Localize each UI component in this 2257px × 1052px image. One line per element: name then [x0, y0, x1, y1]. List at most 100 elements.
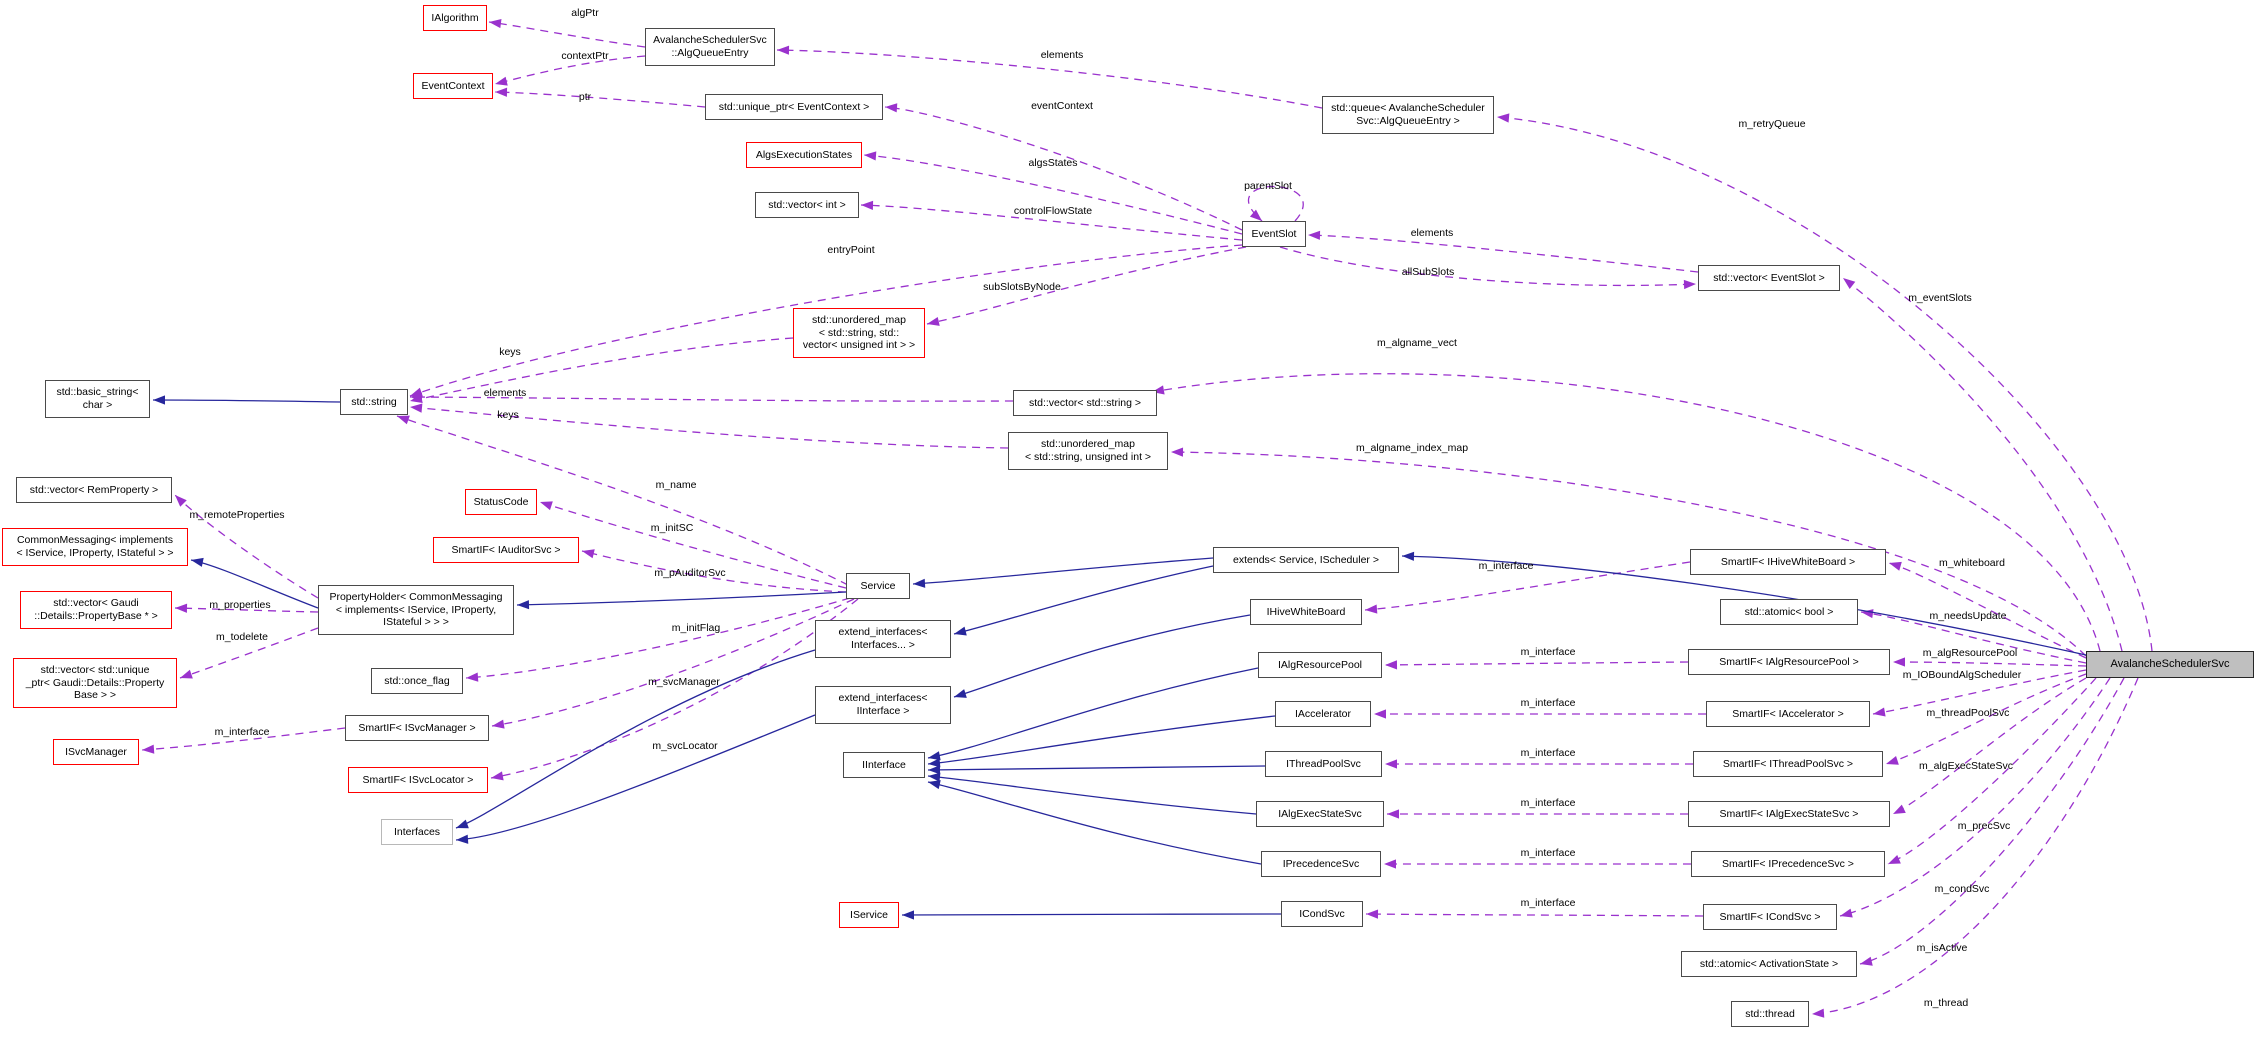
node-smartif-ithreadpoolsvc[interactable]: SmartIF< IThreadPoolSvc > — [1693, 751, 1883, 777]
edge-label-m_initFlag: m_initFlag — [671, 622, 721, 634]
node-commonmessaging: CommonMessaging< implements< IService, I… — [2, 528, 188, 566]
arrowhead — [954, 626, 967, 636]
node-label-line: IService — [850, 908, 888, 921]
node-smartif-iaccelerator[interactable]: SmartIF< IAccelerator > — [1706, 701, 1870, 727]
node-label-line: Base > > — [73, 689, 117, 702]
node-label-line: Svc::AlgQueueEntry > — [1356, 115, 1460, 127]
node-label-line: IInterface — [862, 758, 906, 771]
edge-label-keys: keys — [499, 346, 521, 358]
edge-elements — [1307, 234, 1699, 273]
edge-label-m_svcManager: m_svcManager — [648, 676, 720, 688]
edge-elements — [409, 396, 1014, 402]
node-extends-service-ischeduler[interactable]: extends< Service, IScheduler > — [1213, 547, 1399, 573]
arrowhead — [1888, 855, 1901, 864]
node-atomic-bool[interactable]: std::atomic< bool > — [1720, 599, 1858, 625]
arrowhead — [410, 403, 423, 413]
arrowhead — [1171, 447, 1184, 457]
edge-label-m_svcLocator: m_svcLocator — [652, 740, 718, 752]
arrowhead — [495, 87, 508, 97]
edge-inheritance — [1401, 555, 2087, 656]
node-eventcontext: EventContext — [413, 73, 493, 99]
node-eventslot[interactable]: EventSlot — [1242, 221, 1306, 247]
edge-label-m_initSC: m_initSC — [650, 522, 694, 534]
edge-label-m_interface: m_interface — [1520, 646, 1576, 658]
edge-m_properties — [174, 607, 319, 613]
node-icondsvc[interactable]: ICondSvc — [1281, 901, 1363, 927]
edge-m_interface — [1364, 561, 1691, 611]
arrowhead — [928, 772, 941, 782]
node-label-line: std::thread — [1745, 1007, 1795, 1020]
node-algqueueentry[interactable]: AvalancheSchedulerSvc::AlgQueueEntry — [645, 28, 775, 66]
node-service[interactable]: Service — [846, 573, 910, 599]
node-label-line: EventSlot — [1251, 227, 1297, 240]
edge-inheritance — [455, 714, 816, 841]
node-unordered-map-uint[interactable]: std::unordered_map< std::string, unsigne… — [1008, 432, 1168, 470]
node-ihivewhiteboard[interactable]: IHiveWhiteBoard — [1250, 599, 1362, 625]
node-vector-string[interactable]: std::vector< std::string > — [1013, 390, 1157, 416]
arrowhead — [1249, 209, 1262, 221]
node-ialgexecstatesvc[interactable]: IAlgExecStateSvc — [1256, 801, 1384, 827]
edge-inheritance — [953, 565, 1214, 635]
edge-inheritance — [152, 399, 341, 403]
node-label-line: SmartIF< IHiveWhiteBoard > — [1720, 555, 1856, 568]
node-iservice: IService — [839, 902, 899, 928]
node-avalancheschedulersvc: AvalancheSchedulerSvc — [2086, 651, 2254, 678]
node-atomic-activationstate[interactable]: std::atomic< ActivationState > — [1681, 951, 1857, 977]
edge-label-m_remoteProperties: m_remoteProperties — [189, 509, 285, 521]
edge-entryPoint — [409, 244, 1243, 397]
node-smartif-iprecedencesvc[interactable]: SmartIF< IPrecedenceSvc > — [1691, 851, 1885, 877]
node-label-line: ::Details::PropertyBase * > — [34, 610, 158, 622]
node-smartif-ihivewhiteboard[interactable]: SmartIF< IHiveWhiteBoard > — [1690, 549, 1886, 575]
edge-controlFlowState — [860, 204, 1243, 241]
node-extend-interfaces-variadic[interactable]: extend_interfaces<Interfaces... > — [815, 620, 951, 658]
node-ialgorithm: IAlgorithm — [423, 5, 487, 31]
arrowhead — [466, 672, 479, 682]
edge-label-m_interface: m_interface — [1478, 560, 1534, 572]
edge-m_name — [396, 415, 849, 586]
node-smartif-isvcmanager[interactable]: SmartIF< ISvcManager > — [345, 715, 489, 741]
edge-label-m_thread: m_thread — [1923, 997, 1969, 1009]
node-iprecedencesvc[interactable]: IPrecedenceSvc — [1261, 851, 1381, 877]
node-once-flag[interactable]: std::once_flag — [371, 668, 463, 694]
node-label-line: char > — [82, 399, 113, 411]
node-smartif-ialgresourcepool[interactable]: SmartIF< IAlgResourcePool > — [1688, 649, 1890, 675]
node-label-line: std::vector< RemProperty > — [29, 483, 159, 496]
node-label-line: std::queue< AvalancheScheduler — [1331, 102, 1485, 115]
arrowhead — [142, 744, 155, 754]
arrowhead — [864, 151, 877, 161]
node-vector-remproperty[interactable]: std::vector< RemProperty > — [16, 477, 172, 503]
node-extend-interfaces-iinterface[interactable]: extend_interfaces<IInterface > — [815, 686, 951, 724]
node-vector-int[interactable]: std::vector< int > — [755, 192, 859, 218]
node-label-line: SmartIF< IAlgResourcePool > — [1719, 655, 1859, 668]
node-iaccelerator[interactable]: IAccelerator — [1275, 701, 1371, 727]
edge-inheritance — [455, 649, 816, 829]
node-label-line: ISvcManager — [65, 745, 127, 758]
edge-label-m_algname_vect: m_algname_vect — [1377, 337, 1457, 349]
edge-m_threadPoolSvc — [1885, 673, 2087, 765]
node-vector-eventslot[interactable]: std::vector< EventSlot > — [1698, 265, 1840, 291]
node-std-string[interactable]: std::string — [340, 389, 408, 415]
node-std-thread[interactable]: std::thread — [1731, 1001, 1809, 1027]
node-label-line: extends< Service, IScheduler > — [1233, 553, 1379, 566]
node-iinterface[interactable]: IInterface — [843, 752, 925, 778]
node-uniqueptr-eventcontext[interactable]: std::unique_ptr< EventContext > — [705, 94, 883, 120]
node-label-line: StatusCode — [473, 495, 529, 508]
edge-label-m_todelete: m_todelete — [216, 631, 268, 643]
node-label-line: std::unordered_map — [812, 313, 906, 326]
arrowhead — [495, 76, 508, 86]
edge-m_algname_index_map — [1170, 451, 2087, 657]
node-propertyholder[interactable]: PropertyHolder< CommonMessaging< impleme… — [318, 585, 514, 635]
node-smartif-icondsvc[interactable]: SmartIF< ICondSvc > — [1703, 904, 1837, 930]
node-label-line: AlgsExecutionStates — [755, 148, 853, 161]
node-ithreadpoolsvc[interactable]: IThreadPoolSvc — [1265, 751, 1382, 777]
node-smartif-ialgexecstatesvc[interactable]: SmartIF< IAlgExecStateSvc > — [1688, 801, 1890, 827]
edge-m_thread — [1811, 677, 2139, 1015]
edge-label-eventContext: eventContext — [1031, 100, 1093, 112]
node-label-line: std::atomic< ActivationState > — [1699, 957, 1839, 970]
node-ialgresourcepool[interactable]: IAlgResourcePool — [1258, 652, 1382, 678]
node-label-line: IAlgResourcePool — [1277, 658, 1363, 671]
arrowhead — [1893, 804, 1906, 814]
node-basic-string[interactable]: std::basic_string<char > — [45, 380, 150, 418]
